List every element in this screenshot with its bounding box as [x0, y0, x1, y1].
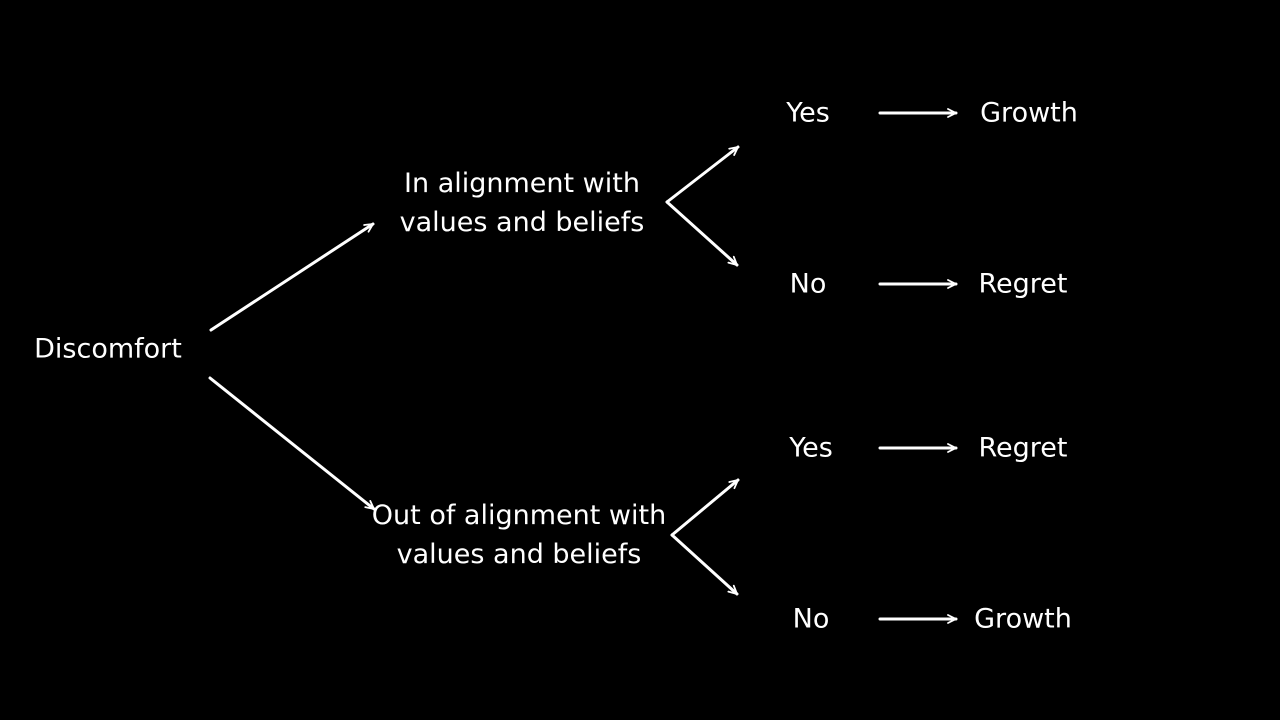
- arrow-branch-1-yes: [665, 145, 740, 204]
- branch-2-no-label: No: [792, 603, 830, 635]
- branch-1-no-label: No: [789, 268, 827, 300]
- branch-2-yes-result: Regret: [978, 432, 1068, 464]
- branch-2-condition-line-2: values and beliefs: [396, 539, 642, 570]
- arrow-branch-2-no: [670, 533, 739, 596]
- branch-2-yes-label: Yes: [789, 432, 833, 464]
- branch-1-yes-label: Yes: [786, 97, 830, 129]
- arrow-root-to-branch-2: [208, 376, 376, 511]
- branch-2-condition-line-1: Out of alignment with: [371, 500, 667, 531]
- branch-2-condition: Out of alignment with values and beliefs: [372, 496, 666, 574]
- branch-1-condition: In alignment with values and beliefs: [400, 164, 645, 242]
- root-label: Discomfort: [34, 333, 182, 365]
- branch-2-no-result: Growth: [974, 603, 1072, 635]
- arrow-root-to-branch-1: [209, 222, 375, 332]
- branch-1-yes-result: Growth: [980, 97, 1078, 129]
- branch-1-condition-line-1: In alignment with: [404, 168, 640, 199]
- branch-1-condition-line-2: values and beliefs: [399, 207, 645, 238]
- arrow-branch-1-no: [665, 200, 739, 267]
- arrow-branch-2-yes: [670, 478, 740, 537]
- branch-1-no-result: Regret: [978, 268, 1068, 300]
